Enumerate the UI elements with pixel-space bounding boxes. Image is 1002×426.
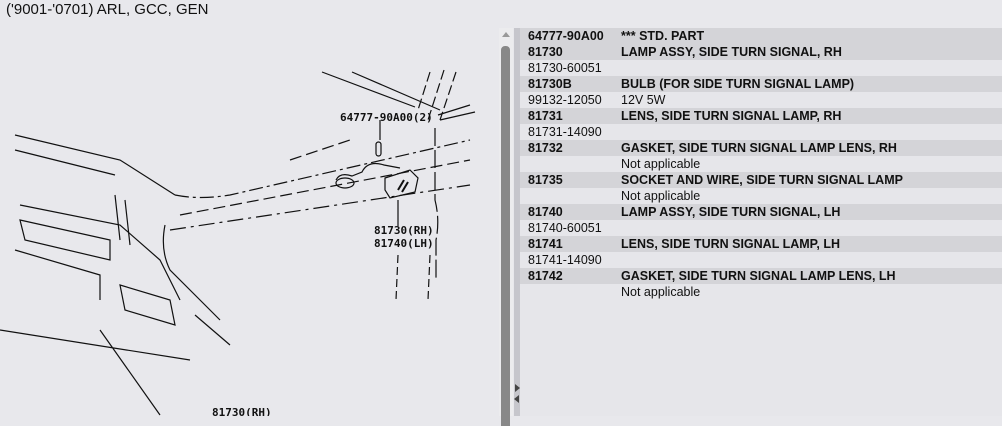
- part-number[interactable]: 81730: [528, 45, 563, 59]
- part-number[interactable]: 81735: [528, 173, 563, 187]
- callout-81730-rh-bottom[interactable]: 81730(RH): [212, 406, 272, 419]
- expand-left-icon[interactable]: [514, 395, 519, 403]
- part-detail-row[interactable]: Not applicable: [520, 156, 1002, 172]
- part-number[interactable]: 81732: [528, 141, 563, 155]
- scroll-up-arrow-icon[interactable]: [502, 32, 510, 37]
- part-number[interactable]: 81731-14090: [528, 125, 602, 139]
- part-description: SOCKET AND WIRE, SIDE TURN SIGNAL LAMP: [621, 173, 903, 187]
- lamp-parts: [335, 120, 419, 226]
- part-number[interactable]: 81730B: [528, 77, 572, 91]
- part-row[interactable]: 81730B BULB (FOR SIDE TURN SIGNAL LAMP): [520, 76, 1002, 92]
- part-description: Not applicable: [621, 157, 701, 171]
- part-description: LAMP ASSY, SIDE TURN SIGNAL, LH: [621, 205, 841, 219]
- part-description: 12V 5W: [621, 93, 666, 107]
- part-number[interactable]: 81730-60051: [528, 61, 602, 75]
- part-row[interactable]: 81742 GASKET, SIDE TURN SIGNAL LAMP LENS,…: [520, 268, 1002, 284]
- part-description: LAMP ASSY, SIDE TURN SIGNAL, RH: [621, 45, 842, 59]
- part-number[interactable]: 81742: [528, 269, 563, 283]
- catalog-title: ('9001-'0701) ARL, GCC, GEN: [6, 1, 209, 18]
- part-detail-row[interactable]: 81730-60051: [520, 60, 1002, 76]
- part-number[interactable]: 99132-12050: [528, 93, 602, 107]
- part-number[interactable]: 81741-14090: [528, 253, 602, 267]
- part-description: GASKET, SIDE TURN SIGNAL LAMP LENS, LH: [621, 269, 896, 283]
- part-description: BULB (FOR SIDE TURN SIGNAL LAMP): [621, 77, 855, 91]
- part-row[interactable]: 81731 LENS, SIDE TURN SIGNAL LAMP, RH: [520, 108, 1002, 124]
- callout-81740-lh[interactable]: 81740(LH): [374, 237, 434, 250]
- part-row[interactable]: 81732 GASKET, SIDE TURN SIGNAL LAMP LENS,…: [520, 140, 1002, 156]
- vehicle-outline: [0, 69, 476, 416]
- callout-81730-rh[interactable]: 81730(RH): [374, 224, 434, 237]
- part-number[interactable]: 81740-60051: [528, 221, 602, 235]
- part-description: Not applicable: [621, 285, 701, 299]
- part-row[interactable]: 64777-90A00 *** STD. PART: [520, 28, 1002, 44]
- callout-64777[interactable]: 64777-90A00(2): [340, 111, 433, 124]
- part-row[interactable]: 81740 LAMP ASSY, SIDE TURN SIGNAL, LH: [520, 204, 1002, 220]
- part-number[interactable]: 81741: [528, 237, 563, 251]
- part-row[interactable]: 81741 LENS, SIDE TURN SIGNAL LAMP, LH: [520, 236, 1002, 252]
- part-description: *** STD. PART: [621, 29, 705, 43]
- part-detail-row[interactable]: 81741-14090: [520, 252, 1002, 268]
- part-description: Not applicable: [621, 189, 701, 203]
- part-description: GASKET, SIDE TURN SIGNAL LAMP LENS, RH: [621, 141, 897, 155]
- part-number[interactable]: 81740: [528, 205, 563, 219]
- part-description: LENS, SIDE TURN SIGNAL LAMP, LH: [621, 237, 841, 251]
- part-detail-row[interactable]: Not applicable: [520, 188, 1002, 204]
- part-number[interactable]: 81731: [528, 109, 563, 123]
- part-row[interactable]: 81730 LAMP ASSY, SIDE TURN SIGNAL, RH: [520, 44, 1002, 60]
- part-detail-row[interactable]: 99132-12050 12V 5W: [520, 92, 1002, 108]
- scrollbar-thumb[interactable]: [501, 46, 510, 426]
- panel-splitter[interactable]: [514, 28, 520, 416]
- expand-right-icon[interactable]: [515, 384, 520, 392]
- part-number[interactable]: 64777-90A00: [528, 29, 604, 43]
- part-row[interactable]: 81735 SOCKET AND WIRE, SIDE TURN SIGNAL L…: [520, 172, 1002, 188]
- part-description: LENS, SIDE TURN SIGNAL LAMP, RH: [621, 109, 842, 123]
- diagram-scrollbar[interactable]: [499, 28, 513, 426]
- parts-diagram[interactable]: 64777-90A00(2) 81730(RH) 81740(LH) 81730…: [0, 24, 497, 419]
- part-detail-row[interactable]: Not applicable: [520, 284, 1002, 300]
- part-detail-row[interactable]: 81740-60051: [520, 220, 1002, 236]
- part-detail-row[interactable]: 81731-14090: [520, 124, 1002, 140]
